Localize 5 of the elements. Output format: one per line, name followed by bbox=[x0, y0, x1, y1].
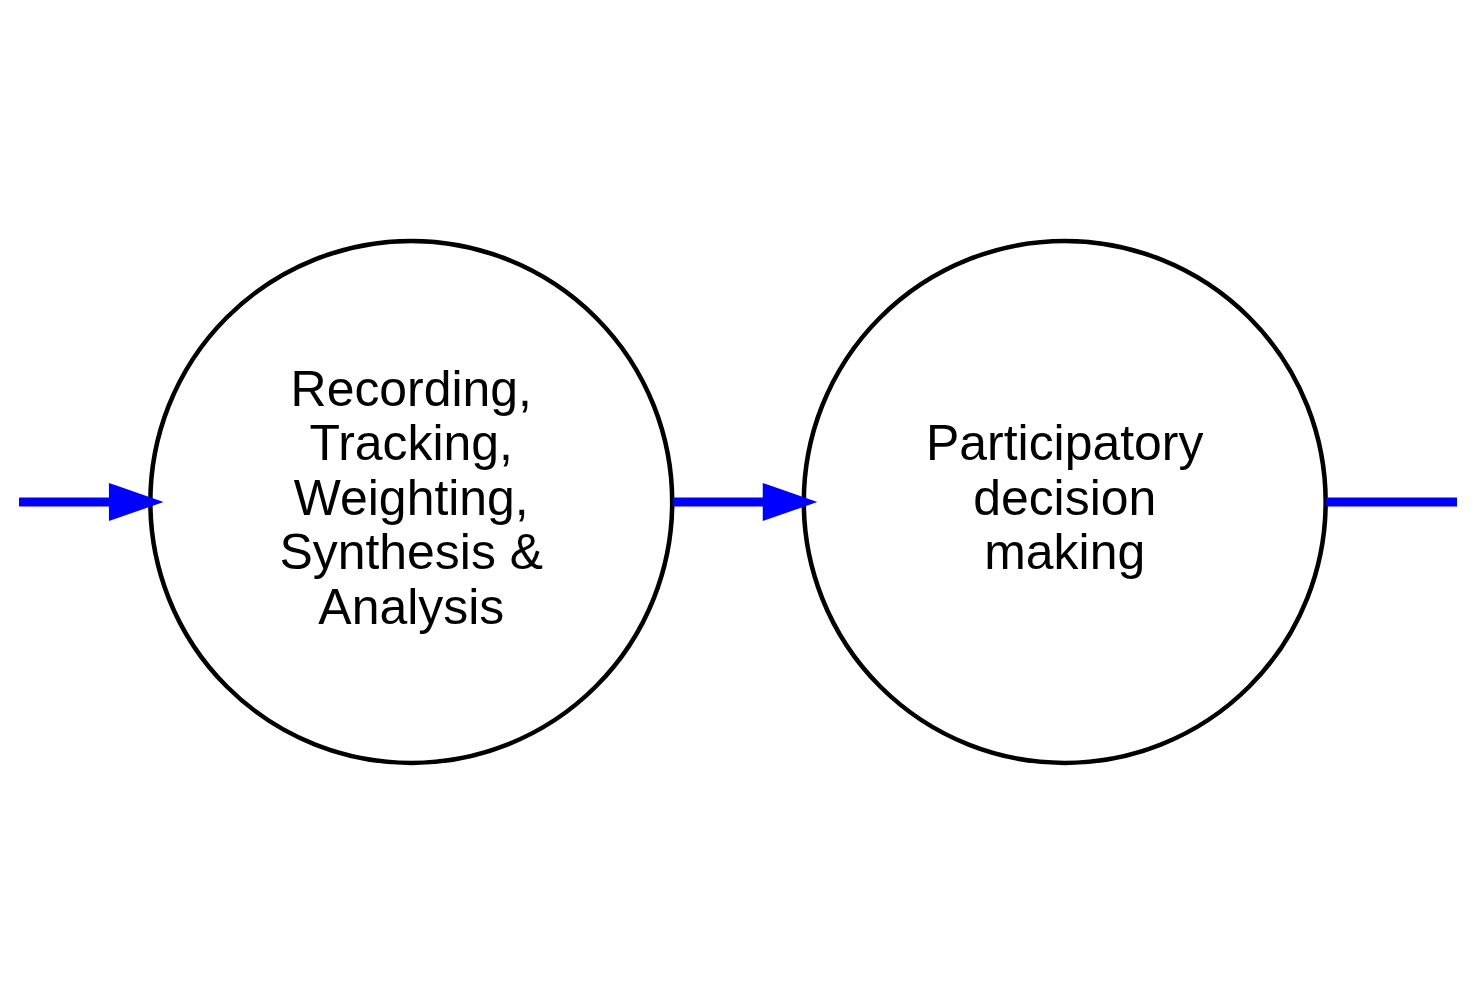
node-circle: Participatory decision making bbox=[801, 238, 1328, 765]
arrow bbox=[672, 482, 818, 521]
node-circle: Recording, Tracking, Weighting, Synthesis & Analysis bbox=[148, 238, 675, 765]
connector bbox=[1326, 496, 1458, 507]
arrow bbox=[19, 482, 164, 521]
